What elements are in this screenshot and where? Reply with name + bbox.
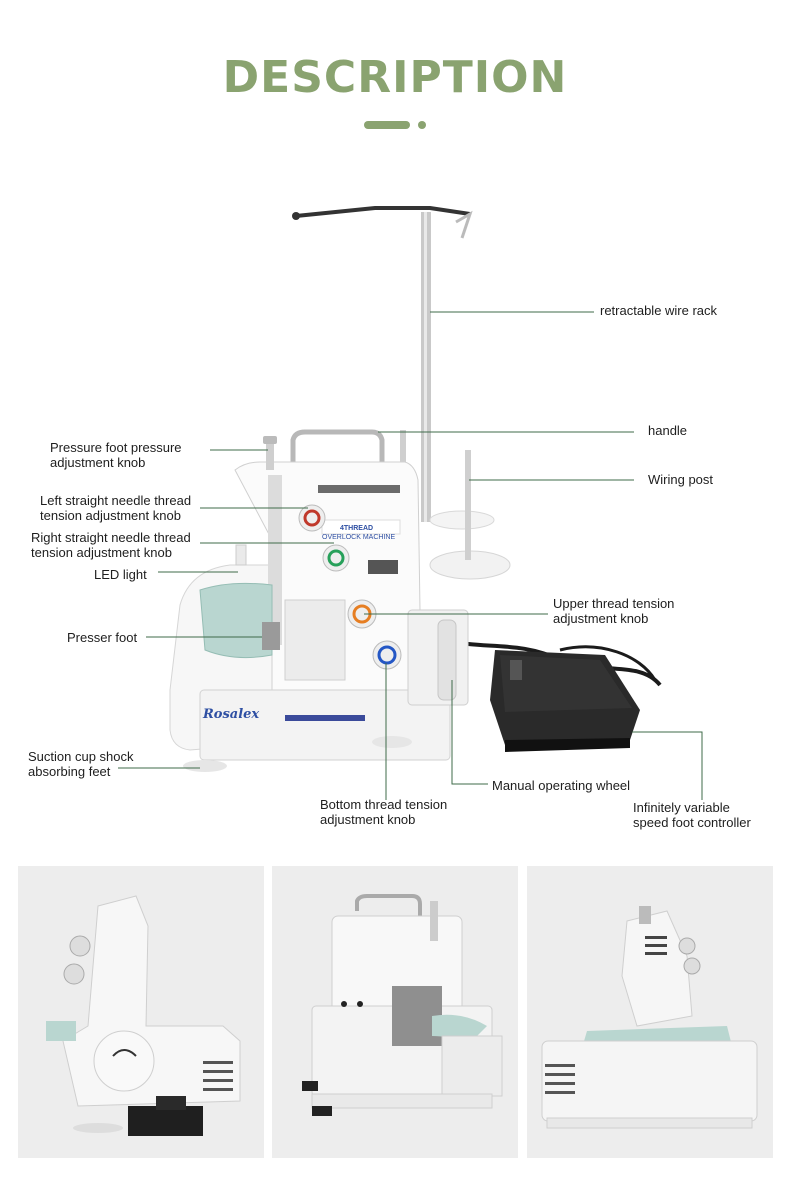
top-side-view-illustration [541,906,758,1129]
label-left-needle-knob: Left straight needle thread tension adju… [40,493,192,523]
label-right-needle-knob: Right straight needle thread tension adj… [31,530,191,560]
side-view-illustration [46,895,241,1136]
label-bottom-knob: Bottom thread tension adjustment knob [320,797,448,827]
label-wiring-post: Wiring post [648,472,714,487]
foot-controller [447,638,662,752]
back-view-panel [272,866,518,1158]
right-needle-tension-knob [322,544,350,572]
leader-lines [118,311,703,800]
pressure-foot-knob [263,436,277,470]
title-divider [364,121,428,129]
page-title: DESCRIPTION [222,52,568,103]
serger-machine-illustration: Rosalex 4THREAD OVERLOCK MACHINE [118,206,703,800]
label-wire-rack: retractable wire rack [600,303,718,318]
handle [290,429,385,470]
label-suction-feet: Suction cup shock absorbing feet [28,749,134,779]
bottom-thread-tension-knob [372,640,402,670]
retractable-wire-rack [292,206,473,522]
brand-logo: Rosalex [202,707,259,722]
label-upper-knob: Upper thread tension adjustment knob [553,596,675,626]
label-pressure-foot-knob: Pressure foot pressure adjustment knob [50,440,182,470]
label-presser-foot: Presser foot [67,630,138,645]
badge-line2: OVERLOCK MACHINE [322,534,395,541]
back-view-illustration [302,894,503,1116]
label-handle: handle [648,423,688,438]
label-led-light: LED light [94,567,147,582]
label-foot-controller: Infinitely variable speed foot controlle… [633,800,751,830]
machine-body [169,436,469,772]
left-needle-tension-knob [298,504,326,532]
top-side-view-panel [527,866,773,1158]
label-hand-wheel: Manual operating wheel [492,778,631,793]
badge-line1: 4THREAD [340,525,373,532]
divider-dot [418,121,426,129]
side-view-panel [18,866,264,1158]
divider-bar [364,121,410,129]
